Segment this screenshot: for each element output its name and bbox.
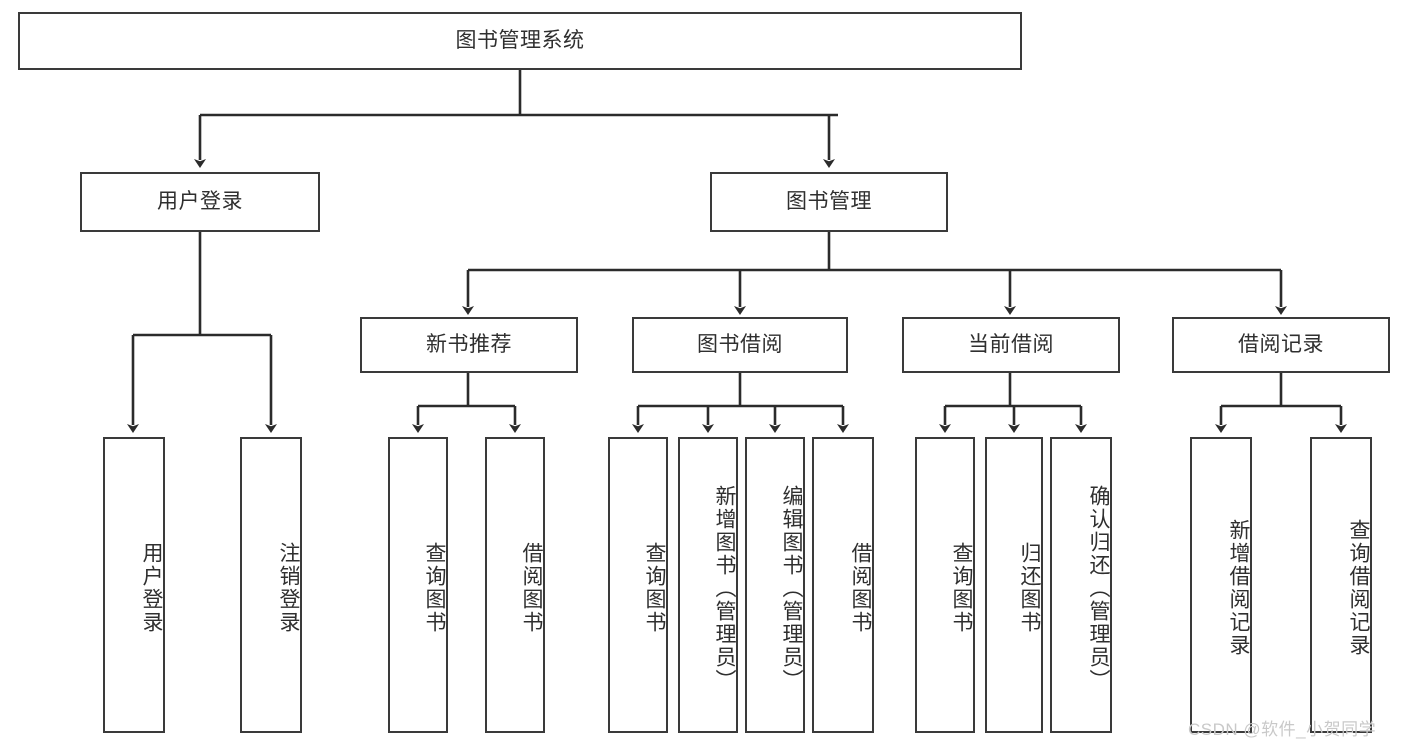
leaf-add-book-admin-label: 新增图书（管理员） bbox=[713, 484, 736, 692]
leaf-borrow-book-bb-label: 借阅图书 bbox=[849, 542, 872, 634]
node-current-borrow[interactable]: 当前借阅 bbox=[902, 317, 1120, 373]
node-book-management[interactable]: 图书管理 bbox=[710, 172, 948, 232]
node-new-book-recommend[interactable]: 新书推荐 bbox=[360, 317, 578, 373]
leaf-query-book-nb-label: 查询图书 bbox=[423, 542, 446, 634]
leaf-query-book-nb[interactable]: 查询图书 bbox=[388, 437, 448, 733]
leaf-query-book-cb-label: 查询图书 bbox=[950, 542, 973, 634]
leaf-edit-book-admin[interactable]: 编辑图书（管理员） bbox=[745, 437, 805, 733]
node-root[interactable]: 图书管理系统 bbox=[18, 12, 1022, 70]
leaf-query-book-bb-label: 查询图书 bbox=[643, 542, 666, 634]
leaf-borrow-book-bb[interactable]: 借阅图书 bbox=[812, 437, 874, 733]
node-user-login[interactable]: 用户登录 bbox=[80, 172, 320, 232]
leaf-query-book-bb[interactable]: 查询图书 bbox=[608, 437, 668, 733]
leaf-return-book[interactable]: 归还图书 bbox=[985, 437, 1043, 733]
leaf-edit-book-admin-label: 编辑图书（管理员） bbox=[780, 484, 803, 692]
leaf-logout-label: 注销登录 bbox=[277, 542, 300, 634]
node-new-book-recommend-label: 新书推荐 bbox=[426, 332, 512, 356]
leaf-add-borrow-record[interactable]: 新增借阅记录 bbox=[1190, 437, 1252, 733]
leaf-return-book-label: 归还图书 bbox=[1018, 542, 1041, 634]
leaf-add-book-admin[interactable]: 新增图书（管理员） bbox=[678, 437, 738, 733]
node-borrow-record-label: 借阅记录 bbox=[1238, 332, 1324, 356]
node-book-borrow[interactable]: 图书借阅 bbox=[632, 317, 848, 373]
watermark: CSDN @软件_小贺同学 bbox=[1188, 720, 1377, 739]
leaf-add-borrow-record-label: 新增借阅记录 bbox=[1227, 519, 1250, 657]
leaf-query-borrow-record[interactable]: 查询借阅记录 bbox=[1310, 437, 1372, 733]
node-user-login-label: 用户登录 bbox=[157, 189, 243, 213]
leaf-query-book-cb[interactable]: 查询图书 bbox=[915, 437, 975, 733]
leaf-borrow-book-nb-label: 借阅图书 bbox=[520, 542, 543, 634]
node-borrow-record[interactable]: 借阅记录 bbox=[1172, 317, 1390, 373]
leaf-query-borrow-record-label: 查询借阅记录 bbox=[1347, 519, 1370, 657]
node-current-borrow-label: 当前借阅 bbox=[968, 332, 1054, 356]
leaf-confirm-return-admin-label: 确认归还（管理员） bbox=[1087, 484, 1110, 692]
leaf-logout[interactable]: 注销登录 bbox=[240, 437, 302, 733]
leaf-user-login-label: 用户登录 bbox=[140, 542, 163, 634]
node-root-label: 图书管理系统 bbox=[455, 28, 585, 52]
leaf-confirm-return-admin[interactable]: 确认归还（管理员） bbox=[1050, 437, 1112, 733]
node-book-borrow-label: 图书借阅 bbox=[697, 332, 783, 356]
leaf-borrow-book-nb[interactable]: 借阅图书 bbox=[485, 437, 545, 733]
leaf-user-login[interactable]: 用户登录 bbox=[103, 437, 165, 733]
node-book-management-label: 图书管理 bbox=[786, 189, 872, 213]
